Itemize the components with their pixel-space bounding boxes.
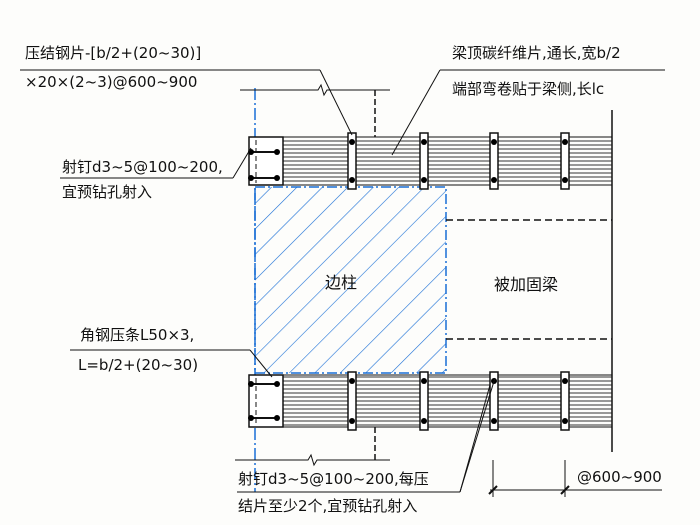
clamp-plate: [347, 132, 357, 190]
clamp-plate: [419, 371, 429, 431]
cfrp-strip-top: [248, 136, 613, 186]
clamp-plates: [347, 132, 570, 431]
nail: [491, 177, 497, 183]
angle-end-bottom: [248, 374, 284, 428]
nail: [562, 378, 568, 384]
break-line-bottom: [235, 453, 390, 467]
cfrp-spec: 端部弯卷贴于梁侧,长lc: [452, 80, 605, 98]
clamp-plate: [489, 371, 499, 431]
nail-top-label: 射钉d3~5@100~200,: [62, 158, 223, 176]
clamp-plate: [560, 371, 570, 431]
nail-bottom-label: 射钉d3~5@100~200,每压: [238, 470, 429, 488]
nail: [421, 418, 427, 424]
clamp-plate: [347, 371, 357, 431]
nail: [421, 177, 427, 183]
spacing-label: @600~900: [577, 468, 662, 486]
nail-top-note: 宜预钻孔射入: [62, 183, 153, 201]
break-line-top: [240, 83, 390, 97]
nail: [349, 177, 355, 183]
clamp-plate: [489, 132, 499, 190]
nail: [349, 139, 355, 145]
nail: [562, 139, 568, 145]
column: [254, 186, 447, 374]
nail: [421, 378, 427, 384]
steel-plate-label: 压结钢片-[b/2+(20~30)]: [25, 44, 202, 62]
clamp-plate: [419, 132, 429, 190]
beam-label: 被加固梁: [494, 275, 559, 294]
cfrp-strip-bottom: [248, 374, 613, 428]
nail: [349, 378, 355, 384]
angle-end-top: [248, 136, 284, 186]
nail-bottom-note: 结片至少2个,宜预钻孔射入: [238, 497, 418, 515]
nail: [421, 139, 427, 145]
column-label: 边柱: [325, 273, 358, 292]
nail: [562, 418, 568, 424]
angle-length: L=b/2+(20~30): [78, 356, 199, 374]
angle-label: 角钢压条L50×3,: [80, 326, 195, 344]
steel-plate-spec: ×20×(2~3)@600~900: [25, 73, 198, 91]
cfrp-label: 梁顶碳纤维片,通长,宽b/2: [452, 44, 621, 62]
nail: [562, 177, 568, 183]
clamp-plate: [560, 132, 570, 190]
nail: [349, 418, 355, 424]
nail: [491, 418, 497, 424]
nail: [491, 139, 497, 145]
